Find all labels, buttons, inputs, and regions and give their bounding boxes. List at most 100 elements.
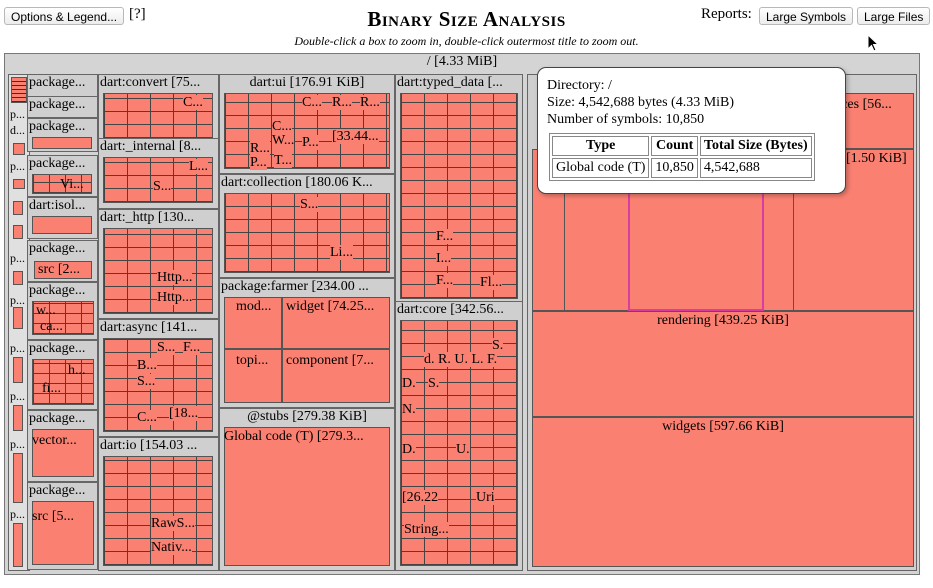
- box-title: dart:typed_data [...: [397, 75, 503, 90]
- small-symbol[interactable]: [13, 523, 23, 567]
- symbol-label: [26.22: [402, 490, 439, 505]
- symbol-group[interactable]: [282, 297, 390, 349]
- box-title: package...: [29, 241, 86, 256]
- tooltip-table: Type Count Total Size (Bytes) Global cod…: [549, 133, 815, 181]
- symbol-group[interactable]: [224, 297, 282, 349]
- symbol-label: d. R. U. L. F.: [424, 352, 498, 367]
- rendering-group[interactable]: [532, 311, 914, 417]
- small-symbol[interactable]: [13, 143, 25, 155]
- small-symbol[interactable]: [13, 405, 23, 431]
- box-title: dart:collection [180.06 K...: [221, 175, 373, 190]
- symbol-group[interactable]: [32, 429, 94, 477]
- box-title: package...: [29, 283, 86, 298]
- treemap-box[interactable]: package...: [27, 96, 98, 118]
- small-symbol[interactable]: [13, 179, 25, 189]
- treemap-box[interactable]: package...: [27, 118, 98, 152]
- symbol-label: component [7...: [286, 353, 374, 368]
- treemap-box[interactable]: package... vector...: [27, 410, 98, 482]
- symbol-group[interactable]: [32, 174, 92, 194]
- symbol-label: widget [74.25...: [286, 299, 375, 314]
- symbol-group[interactable]: [282, 349, 390, 403]
- help-link[interactable]: [?]: [129, 6, 146, 22]
- large-files-button[interactable]: Large Files: [857, 7, 931, 25]
- symbol-label: D.: [402, 442, 416, 457]
- symbol-label: R...: [332, 95, 352, 110]
- symbol-group[interactable]: [32, 359, 94, 405]
- options-legend-button[interactable]: Options & Legend...: [4, 7, 125, 25]
- box-title: package...: [29, 75, 86, 90]
- treemap-box[interactable]: package... src [5...: [27, 482, 98, 570]
- symbol-label: F...: [436, 229, 454, 244]
- box-title: package...: [29, 341, 86, 356]
- small-symbol[interactable]: [32, 216, 92, 234]
- treemap-box-dart-core[interactable]: dart:core [342.56... S. d. R. U. L. F. D…: [395, 301, 523, 571]
- symbol-group[interactable]: [32, 301, 94, 335]
- root-title[interactable]: / [4.33 MiB]: [426, 54, 498, 69]
- widgets-group[interactable]: [532, 417, 914, 567]
- treemap-box-package-farmer[interactable]: package:farmer [234.00 ... mod... widget…: [219, 278, 395, 408]
- table-cell: 4,542,688: [699, 158, 812, 178]
- symbol-group[interactable]: [32, 501, 94, 565]
- symbol-label: src [5...: [32, 509, 74, 524]
- symbol-label: Li...: [330, 245, 353, 260]
- symbol-group[interactable]: [400, 93, 518, 299]
- small-symbol[interactable]: [13, 307, 23, 329]
- symbol-label: [33.44...: [332, 129, 379, 144]
- symbol-label: W...: [272, 133, 295, 148]
- symbol-group[interactable]: [224, 349, 282, 403]
- treemap-box-dart-http[interactable]: dart:_http [130... Http... Http...: [98, 209, 219, 319]
- symbol-label: Fl...: [480, 275, 503, 290]
- symbol-group[interactable]: [34, 261, 92, 279]
- symbol-label: R...: [250, 141, 270, 156]
- small-symbol[interactable]: [32, 137, 92, 149]
- treemap-box-dart-collection[interactable]: dart:collection [180.06 K... S... Li...: [219, 174, 395, 278]
- box-title: dart:ui [176.91 KiB]: [249, 75, 365, 90]
- symbol-label: Uri: [476, 490, 495, 505]
- symbol-label: Http...: [157, 270, 193, 285]
- treemap-box[interactable]: package... w... ca...: [27, 282, 98, 340]
- small-symbol[interactable]: [13, 271, 23, 285]
- symbol-label: widgets [597.66 KiB]: [662, 419, 784, 434]
- symbol-label: C...: [183, 95, 203, 110]
- large-symbols-button[interactable]: Large Symbols: [759, 7, 854, 25]
- table-header: Total Size (Bytes): [699, 136, 812, 156]
- small-symbol[interactable]: [13, 453, 23, 503]
- box-title: dart:io [154.03 ...: [100, 438, 198, 453]
- treemap-box-dart-internal[interactable]: dart:_internal [8... L... S...: [98, 138, 219, 209]
- small-symbol[interactable]: [13, 357, 23, 383]
- box-title: dart:convert [75...: [100, 75, 201, 90]
- small-symbol[interactable]: [13, 201, 23, 215]
- small-symbol[interactable]: [11, 77, 27, 103]
- treemap-box-dart-io[interactable]: dart:io [154.03 ... RawS... Nativ...: [98, 437, 219, 571]
- symbol-label: topi...: [236, 353, 269, 368]
- symbol-label: rendering [439.25 KiB]: [657, 313, 789, 328]
- symbol-label: [18...: [169, 406, 199, 421]
- box-title: dart:core [342.56...: [397, 302, 504, 317]
- treemap-box-dart-async[interactable]: dart:async [141... S... F... B... S... C…: [98, 319, 219, 437]
- symbol-label: [1.50 KiB]: [846, 151, 907, 166]
- treemap-box[interactable]: package... src [2...: [27, 240, 98, 282]
- table-header: Type: [552, 136, 650, 156]
- symbol-label: S...: [153, 179, 172, 194]
- treemap-box-dart-convert[interactable]: dart:convert [75... C...: [98, 74, 219, 144]
- treemap-box-dart-typed-data[interactable]: dart:typed_data [... F... I... F... Fl..…: [395, 74, 523, 304]
- treemap-box-stubs[interactable]: @stubs [279.38 KiB] Global code (T) [279…: [219, 408, 395, 571]
- treemap-box[interactable]: package...: [27, 74, 98, 100]
- symbol-label: w...: [36, 303, 56, 318]
- box-title: package...: [29, 483, 86, 498]
- treemap-box[interactable]: package... h... fi...: [27, 340, 98, 410]
- treemap-box[interactable]: dart:isol...: [27, 197, 98, 239]
- symbol-group[interactable]: [224, 427, 390, 566]
- small-symbol[interactable]: [13, 225, 23, 239]
- box-title: dart:_internal [8...: [100, 139, 202, 154]
- symbol-label: F...: [436, 273, 454, 288]
- box-title: dart:isol...: [29, 198, 86, 213]
- box-title: package...: [29, 97, 86, 112]
- symbol-label: Nativ...: [151, 540, 192, 555]
- treemap-root[interactable]: / [4.33 MiB] p... d... p... p... p... p.…: [4, 53, 920, 575]
- treemap-box[interactable]: package... Vi...: [27, 155, 98, 197]
- table-header: Count: [651, 136, 698, 156]
- treemap-box-dart-ui[interactable]: dart:ui [176.91 KiB] C... R... R... C...…: [219, 74, 395, 174]
- box-title: package:farmer [234.00 ...: [221, 279, 369, 294]
- box-title: package...: [29, 411, 86, 426]
